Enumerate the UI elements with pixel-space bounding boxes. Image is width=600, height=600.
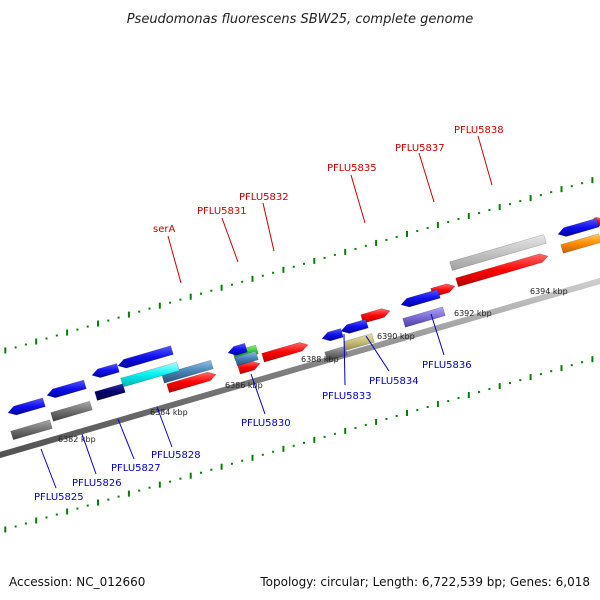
gene-pflu5828[interactable] <box>117 345 174 369</box>
gene-pflu5831-steel[interactable] <box>234 350 259 367</box>
leader-line <box>350 174 366 224</box>
gene-label-pflu5828[interactable]: PFLU5828 <box>151 450 201 461</box>
gene-label-pflu5830[interactable]: PFLU5830 <box>241 418 291 429</box>
gene-pflu5825[interactable] <box>7 397 46 416</box>
kbp-label: 6394 kbp <box>530 287 568 296</box>
gene-label-pflu5825[interactable]: PFLU5825 <box>34 492 84 503</box>
leader-line <box>250 373 266 415</box>
feature-grey-3[interactable] <box>324 345 348 362</box>
rna-feature-light[interactable] <box>449 234 547 271</box>
leader-line <box>156 406 173 448</box>
kbp-label: 6384 kbp <box>150 408 188 417</box>
leader-line <box>418 152 435 203</box>
leader-line <box>477 135 493 186</box>
genome-backbone <box>0 277 600 459</box>
gene-pflu5838-body[interactable] <box>455 253 549 288</box>
gene-label-pflu5834[interactable]: PFLU5834 <box>369 376 419 387</box>
feature-purple[interactable] <box>402 306 446 328</box>
gene-label-pflu5826[interactable]: PFLU5826 <box>72 478 122 489</box>
track-layer <box>0 177 600 533</box>
gene-edge-blue[interactable] <box>557 217 600 237</box>
feature-grey-2[interactable] <box>50 400 93 422</box>
gene-label-pflu5837[interactable]: PFLU5837 <box>395 143 445 154</box>
reverse-gene-labels: PFLU5825 PFLU5826 PFLU5827 PFLU5828 PFLU… <box>34 313 472 503</box>
gene-label-sera[interactable]: serA <box>153 224 175 235</box>
gene-pflu5833-a[interactable] <box>321 328 344 342</box>
leader-line <box>221 217 239 263</box>
kbp-label: 6382 kbp <box>58 435 96 444</box>
gene-label-pflu5836[interactable]: PFLU5836 <box>422 360 472 371</box>
feature-cyan[interactable] <box>120 361 180 388</box>
lower-ruler-track <box>4 356 594 533</box>
feature-navy[interactable] <box>94 383 126 401</box>
gene-pflu5830[interactable] <box>227 342 248 356</box>
kbp-label: 6386 kbp <box>225 381 263 390</box>
kbp-label: 6390 kbp <box>377 332 415 341</box>
kbp-label: 6388 kbp <box>301 355 339 364</box>
gene-label-pflu5832[interactable]: PFLU5832 <box>239 192 289 203</box>
feature-layer <box>7 216 600 441</box>
upper-ruler-track <box>4 177 594 354</box>
forward-gene-labels: serA PFLU5831 PFLU5832 PFLU5835 PFLU5837… <box>153 125 504 284</box>
gene-label-pflu5827[interactable]: PFLU5827 <box>111 463 161 474</box>
gene-pflu5826[interactable] <box>46 379 87 399</box>
leader-line <box>167 235 182 284</box>
gene-label-pflu5838[interactable]: PFLU5838 <box>454 125 504 136</box>
leader-line <box>40 448 57 489</box>
gene-pflu5836[interactable] <box>400 289 441 308</box>
gene-label-pflu5831[interactable]: PFLU5831 <box>197 206 247 217</box>
map-title: Pseudomonas fluorescens SBW25, complete … <box>127 12 474 27</box>
gene-pflu5833-b[interactable] <box>340 318 369 334</box>
leader-line <box>262 202 275 252</box>
feature-orange[interactable] <box>560 233 600 254</box>
feature-grey-1[interactable] <box>10 419 53 441</box>
leader-line <box>81 433 97 475</box>
gene-pflu5832[interactable] <box>261 342 309 363</box>
scale-labels: 6382 kbp 6384 kbp 6386 kbp 6388 kbp 6390… <box>58 287 568 444</box>
gene-sera-steel[interactable] <box>161 359 214 384</box>
genome-summary-text: Topology: circular; Length: 6,722,539 bp… <box>259 575 590 589</box>
gene-label-pflu5835[interactable]: PFLU5835 <box>327 163 377 174</box>
accession-text: Accession: NC_012660 <box>9 575 145 589</box>
leader-line <box>343 333 346 386</box>
gene-label-pflu5833[interactable]: PFLU5833 <box>322 391 372 402</box>
leader-line <box>365 335 390 372</box>
gene-pflu5827[interactable] <box>91 363 120 378</box>
leader-line <box>430 313 445 356</box>
leader-line <box>117 418 135 460</box>
kbp-label: 6392 kbp <box>454 309 492 318</box>
gene-sera[interactable] <box>166 371 217 393</box>
